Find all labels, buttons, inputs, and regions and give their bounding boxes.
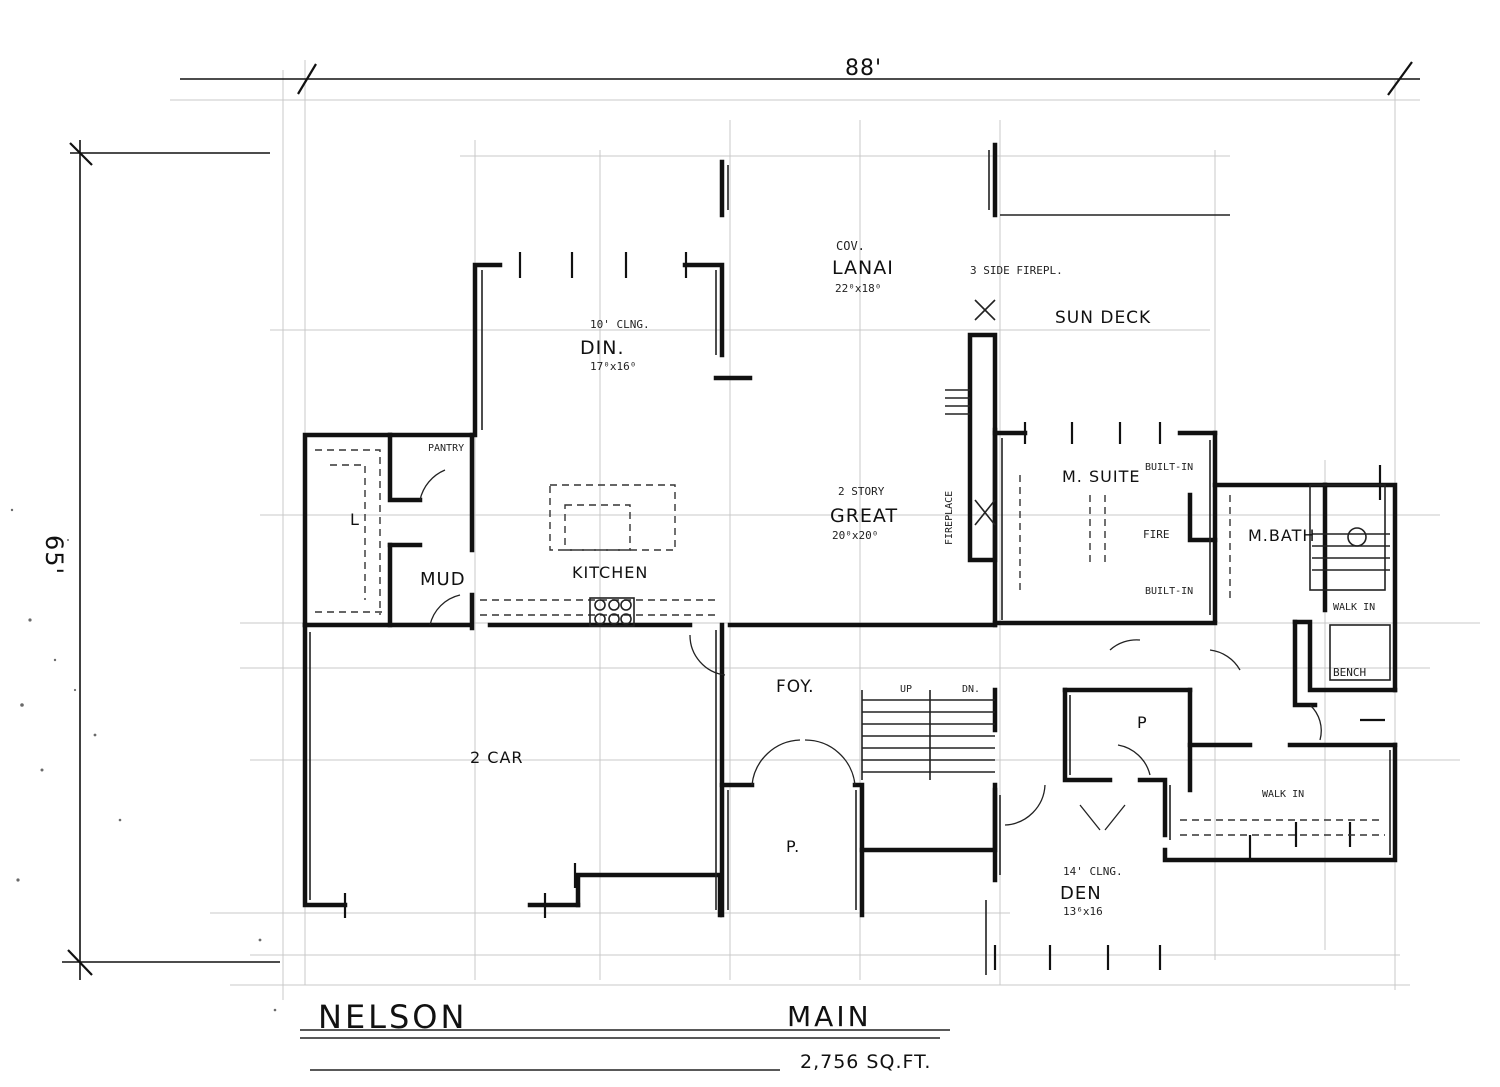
cooktop: [589, 597, 635, 627]
fireplace-label: FIREPLACE: [944, 491, 955, 545]
mud-label: MUD: [420, 569, 466, 590]
suite-built-in-top: BUILT-IN: [1145, 462, 1193, 473]
dining-size: 17⁰x16⁰: [590, 360, 636, 373]
title-block-rules: [300, 1029, 950, 1071]
den-label: DEN: [1060, 883, 1102, 904]
bench-label: BENCH: [1333, 666, 1366, 679]
construction-guides: [170, 60, 1480, 1000]
den-note: 14' CLNG.: [1063, 865, 1123, 878]
great-size: 20⁰x20⁰: [832, 529, 878, 542]
dining-label: DIN.: [580, 337, 625, 359]
powder-label: P: [1137, 713, 1148, 732]
scan-noise: [10, 508, 277, 1012]
stair-down-label: DN.: [962, 684, 980, 695]
garage-label: 2 CAR: [470, 748, 524, 767]
foyer-label: FOY.: [776, 677, 815, 697]
walls: [302, 142, 1398, 918]
dining-note: 10' CLNG.: [590, 318, 650, 331]
pantry-label: PANTRY: [428, 443, 464, 454]
laundry-label: L: [350, 510, 360, 529]
door-swings: [419, 469, 1322, 831]
bath-fixtures: [1312, 527, 1390, 571]
window-ticks: [343, 252, 1385, 970]
depth-dimension-label: 65': [40, 535, 68, 575]
sun-deck-label: SUN DECK: [1055, 308, 1151, 328]
lanai-size: 22⁰x18⁰: [835, 282, 881, 295]
level-name: MAIN: [787, 1000, 872, 1033]
suite-built-in-bottom: BUILT-IN: [1145, 586, 1193, 597]
walk-in-shower-label: WALK IN: [1333, 602, 1375, 613]
suite-fire-label: FIRE: [1143, 528, 1170, 541]
stair-treads: [861, 690, 995, 780]
master-suite-label: M. SUITE: [1062, 467, 1140, 486]
lanai-note: COV.: [836, 239, 865, 253]
walk-in-closet-label: WALK IN: [1262, 789, 1304, 800]
kitchen-label: KITCHEN: [572, 563, 648, 582]
project-name: NELSON: [318, 998, 467, 1036]
great-note: 2 STORY: [838, 485, 885, 498]
master-bath-label: M.BATH: [1248, 526, 1315, 545]
lanai-label: LANAI: [832, 257, 894, 279]
three-side-fireplace-note: 3 SIDE FIREPL.: [970, 264, 1063, 277]
wall-details: [309, 150, 1391, 975]
fireplace-hatch: [945, 299, 996, 526]
great-label: GREAT: [830, 505, 898, 527]
width-dimension-label: 88': [845, 56, 882, 81]
den-size: 13⁶x16: [1063, 905, 1103, 918]
porch-label: P.: [786, 837, 800, 856]
stair-up-label: UP: [900, 684, 912, 695]
square-footage: 2,756 SQ.FT.: [800, 1051, 931, 1073]
overall-dimensions: [62, 61, 1420, 980]
